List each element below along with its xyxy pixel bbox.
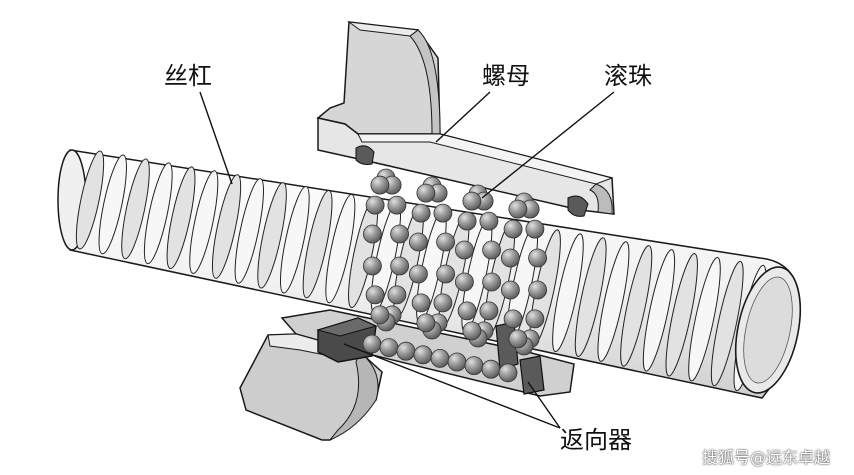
ball [454,240,474,260]
ball [416,183,436,203]
ball [503,219,523,239]
ball [413,345,433,365]
ball [498,363,518,383]
label-balls: 滚珠 [604,62,652,90]
ball [503,309,523,329]
ball [482,240,502,260]
ball [390,256,410,276]
thread-ridge [325,193,356,304]
ball [433,293,453,313]
ball [408,264,428,284]
ball [433,203,453,223]
ball [370,305,390,325]
ball [411,293,431,313]
leader-nut [435,91,491,143]
thread-ridge [98,154,127,255]
leader-lines [199,91,615,429]
ball [457,301,477,321]
leader-return-right [527,381,561,429]
ball [500,248,520,268]
ball [408,232,428,252]
ball [365,195,385,215]
ball [479,211,499,231]
thread-ridge [280,186,310,294]
label-nut: 螺母 [482,62,530,90]
ball [525,219,545,239]
thread-ridge [234,178,264,284]
ball [508,199,528,219]
ball [462,321,482,341]
ball [387,285,407,305]
ball [436,232,456,252]
ball-circuits [362,168,547,383]
ball [379,338,399,358]
ball [362,334,382,354]
thread-ridge [688,256,721,382]
label-screw: 丝杠 [164,62,212,90]
ball [436,264,456,284]
thread-ridge [302,189,333,299]
nut-body [317,117,615,215]
ball [416,313,436,333]
ball [387,195,407,215]
ball [396,341,416,361]
ball [365,285,385,305]
watermark: 搜狐号@远东卓越 [702,448,831,467]
ball [447,352,467,372]
leader-balls [481,91,615,199]
thread-ridge [75,150,105,250]
ball [457,211,477,231]
thread-ridge [574,237,607,357]
thread-ridge [597,241,630,362]
seal-ring-left [355,145,375,165]
thread-ridge [620,245,653,367]
thread-ridge [121,158,150,260]
ball [362,256,382,276]
ball [362,224,382,244]
ball [500,280,520,300]
ball [454,272,474,292]
ball [390,224,410,244]
thread-ridge [665,253,698,377]
nut-upper-flange [316,21,441,135]
thread-ridge [143,162,173,265]
label-return-device: 返向器 [560,426,632,454]
thread-ridge [552,233,584,353]
thread-ridge [166,166,196,269]
thread-ridge [257,182,287,289]
ball [508,329,528,349]
thread-ridge [710,260,744,387]
ball [464,356,484,376]
seal-ring-right [567,195,589,217]
leader-screw [199,91,233,185]
ball [528,280,547,300]
ball [525,309,545,329]
ball [479,301,499,321]
leader-return-left [343,343,561,429]
thread-ridge [211,174,242,279]
ball [411,203,431,223]
ball [481,359,501,379]
thread-ridge [189,170,219,274]
screw-end-face [734,266,802,394]
ball [370,175,390,195]
thread-ridge [642,249,676,372]
ball [462,191,482,211]
ball [482,272,502,292]
ball [528,248,547,268]
ball [430,348,450,368]
